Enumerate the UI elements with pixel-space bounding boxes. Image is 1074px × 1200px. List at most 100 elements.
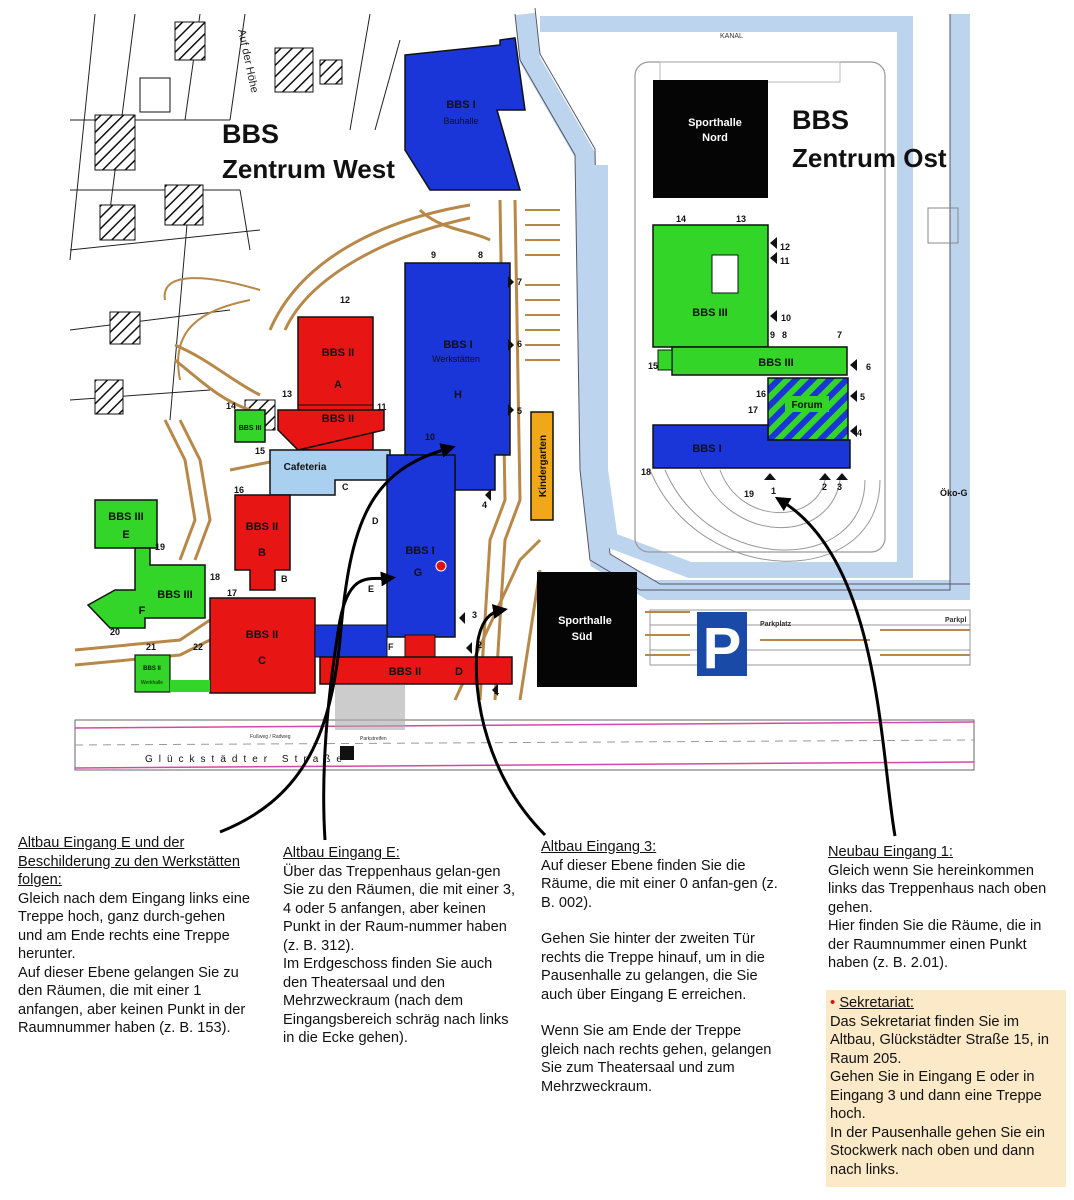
note-werkstaetten-body: Gleich nach dem Eingang links eine Trepp… (18, 890, 251, 1037)
bbs2-d-letter: D (455, 666, 463, 678)
letter-b: B (281, 574, 288, 584)
bbs3-f-name: BBS III (157, 589, 192, 601)
canal: KANAL (514, 7, 970, 600)
bbs2-c-name: BBS II (246, 629, 278, 641)
bbs2-d-name: BBS II (389, 666, 421, 678)
bauhalle-sub: Bauhalle (443, 116, 478, 126)
bbs2-small-name: BBS II (322, 413, 354, 425)
entrance-west-9: 9 (431, 250, 436, 260)
building-bbs3-small[interactable]: BBS III (234, 409, 266, 443)
building-bbs1-g[interactable]: BBS I G (386, 454, 456, 638)
title-east-line1: BBS (792, 105, 849, 135)
letter-f: F (388, 642, 394, 652)
entrance-east-4: 4 (857, 428, 862, 438)
entrance-west-14: 14 (226, 401, 236, 411)
entrance-east-8: 8 (782, 330, 787, 340)
building-bbs3-e[interactable]: BBS III E (94, 499, 158, 549)
letter-d: D (372, 516, 379, 526)
entrance-west-7: 7 (517, 277, 522, 287)
entrance-east-19: 19 (744, 489, 754, 499)
sekretariat-marker (435, 560, 447, 572)
letter-c: C (342, 482, 349, 492)
werkstaetten-name: BBS I (443, 339, 472, 351)
building-bbs2-c[interactable]: BBS II C (209, 597, 316, 694)
entrance-west-4: 4 (482, 500, 487, 510)
entrance-west-10: 10 (425, 432, 435, 442)
building-bbs3-ost[interactable]: BBS III (652, 224, 769, 348)
note-neubau-1-heading: Neubau Eingang 1: (828, 844, 953, 860)
building-kindergarten[interactable]: Kindergarten (530, 411, 554, 521)
title-west: BBS Zentrum West (222, 119, 395, 184)
werkstaetten-sub: Werkstätten (432, 354, 480, 364)
note-eingang-3-body3: Wenn Sie am Ende der Treppe gleich nach … (541, 1023, 772, 1095)
building-sporthalle-sued[interactable]: Sporthalle Süd (537, 572, 637, 687)
note-werkstaetten-heading: Altbau Eingang E und der Beschilderung z… (18, 835, 241, 888)
entrance-east-6: 6 (866, 362, 871, 372)
note-sekretariat-body: Das Sekretariat finden Sie im Altbau, Gl… (830, 1013, 1050, 1178)
bbs1-ost-name: BBS I (692, 443, 721, 455)
sporthalle-nord-sub: Nord (702, 132, 728, 144)
note-neubau-1-body: Gleich wenn Sie hereinkommen links das T… (828, 862, 1047, 972)
entrance-west-21: 21 (146, 642, 156, 652)
building-sporthalle-nord[interactable]: Sporthalle Nord (653, 80, 768, 198)
entrance-west-15: 15 (255, 446, 265, 456)
parkplatz-label-1: Parkplatz (760, 621, 792, 628)
entrance-east-9: 9 (770, 330, 775, 340)
building-bbs2-a[interactable]: BBS II A BBS II (277, 316, 385, 451)
entrance-east-13: 13 (736, 214, 746, 224)
footpath-label: Fußweg / Radweg (250, 734, 291, 740)
title-east-line2: Zentrum Ost (792, 143, 947, 173)
canal-label: KANAL (720, 33, 743, 40)
entrance-east-3: 3 (837, 482, 842, 492)
title-east: BBS Zentrum Ost (792, 105, 947, 173)
building-bbs1-ost[interactable]: BBS I (652, 424, 851, 469)
entrance-east-12: 12 (780, 242, 790, 252)
bbs1-g-letter: G (414, 567, 423, 579)
entrance-west-8: 8 (478, 250, 483, 260)
entrance-west-3: 3 (472, 610, 477, 620)
bauhalle-name: BBS I (446, 99, 475, 111)
entrance-east-1: 1 (771, 486, 776, 496)
entrance-west-18: 18 (210, 572, 220, 582)
entrance-west-22: 22 (193, 642, 203, 652)
entrance-east-7: 7 (837, 330, 842, 340)
building-bbs1-bauhalle[interactable]: BBS I Bauhalle (404, 37, 526, 191)
oeko-label: Öko-G (940, 488, 968, 498)
note-werkstaetten: Altbau Eingang E und der Beschilderung z… (18, 834, 253, 1038)
building-bbs3-f[interactable]: BBS III F (86, 547, 206, 629)
entrance-west-5: 5 (517, 406, 522, 416)
note-neubau-1: Neubau Eingang 1: Gleich wenn Sie herein… (828, 843, 1060, 973)
forum-name: Forum (791, 400, 822, 411)
building-bbs3-ost-lower[interactable]: BBS III (657, 346, 848, 376)
parkstreifen-label: Parkstreifen (360, 736, 387, 742)
cafeteria-name: Cafeteria (284, 462, 327, 473)
parking-sign: P (697, 612, 747, 681)
entrance-markers (459, 237, 857, 696)
bbs2-c-letter: C (258, 655, 266, 667)
building-forum[interactable]: Forum (767, 377, 849, 441)
note-sekretariat: • Sekretariat: Das Sekretariat finden Si… (826, 990, 1066, 1187)
entrance-west-19: 19 (155, 542, 165, 552)
note-eingang-e-body: Über das Treppenhaus gelan-gen Sie zu de… (283, 863, 516, 1047)
entrance-west-6: 6 (517, 339, 522, 349)
bbs3-small-name: BBS III (239, 425, 262, 432)
street-label-bottom: Glückstädter Straße (145, 754, 348, 765)
bbs2-a-letter: A (334, 379, 342, 391)
parking-letter: P (703, 616, 742, 681)
note-eingang-e-heading: Altbau Eingang E: (283, 845, 400, 861)
werkstaetten-letter: H (454, 389, 462, 401)
entrance-west-17: 17 (227, 588, 237, 598)
bbs2-b-name: BBS II (246, 521, 278, 533)
bbs3-ost-lower-name: BBS III (758, 357, 793, 369)
sporthalle-sued-name: Sporthalle (558, 615, 612, 627)
title-west-line2: Zentrum West (222, 154, 395, 184)
entrance-east-10: 10 (781, 313, 791, 323)
building-bbs2-werkhalle[interactable]: BBS II Werkhalle (134, 654, 210, 693)
entrance-east-17: 17 (748, 405, 758, 415)
note-eingang-3-body1: Auf dieser Ebene finden Sie die Räume, d… (541, 857, 778, 911)
parkplatz-label-2: Parkpl (945, 617, 966, 624)
entrances-east: 1 2 3 4 5 6 7 8 9 10 11 12 13 14 15 16 1… (641, 214, 871, 499)
bbs3-e-name: BBS III (108, 511, 143, 523)
title-west-line1: BBS (222, 119, 279, 149)
bbs3-f-letter: F (139, 605, 146, 617)
